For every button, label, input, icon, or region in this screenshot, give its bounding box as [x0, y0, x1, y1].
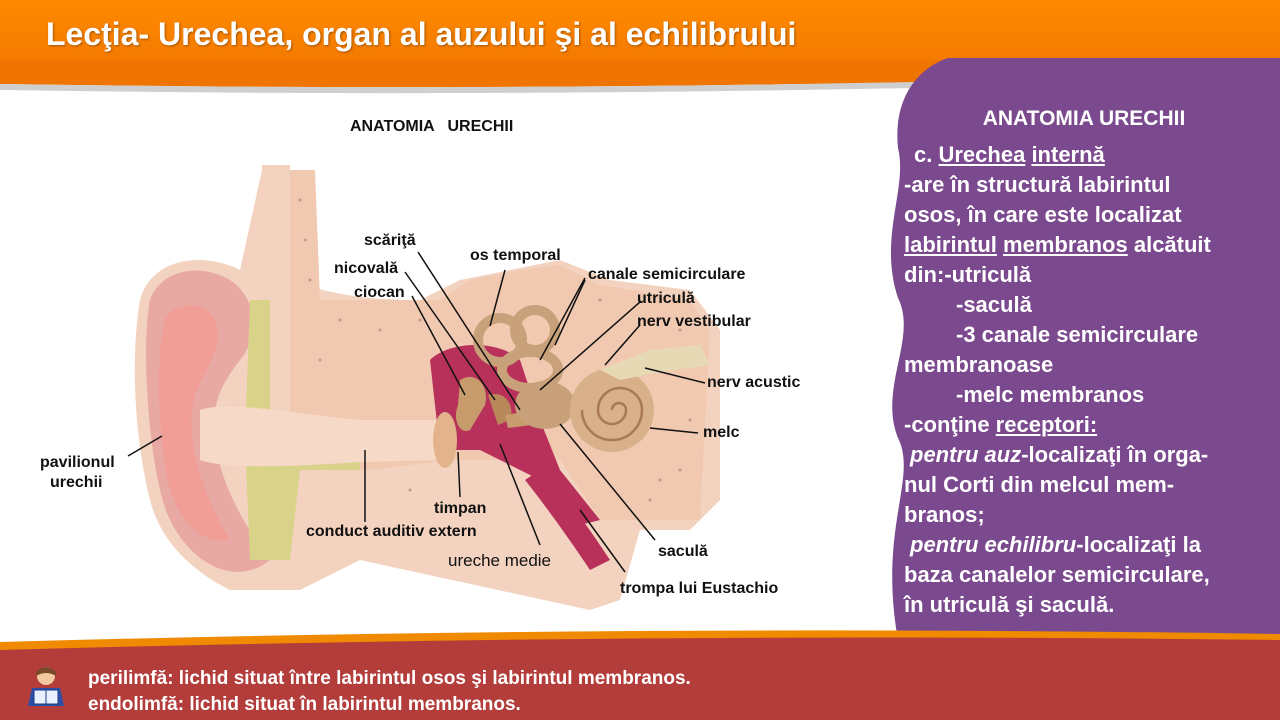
label-sacula: saculă — [658, 543, 708, 560]
panel-line: -saculă — [956, 292, 1032, 317]
panel-heading: ANATOMIA URECHII — [982, 107, 1186, 130]
pinna-inner-shape — [158, 305, 230, 541]
panel-line: osos, în care este localizat — [904, 202, 1182, 227]
slide-title: Lecţia- Urechea, organ al auzului şi al … — [46, 16, 797, 52]
incus-shape — [488, 394, 512, 425]
leader-lines — [127, 251, 706, 573]
label-nerv-acustic: nerv acustic — [707, 374, 801, 391]
panel-line: pentru echilibru-localizaţi la — [910, 532, 1201, 557]
label-urechii: urechii — [50, 474, 103, 491]
panel-subheading: c. Urechea internă — [914, 142, 1105, 167]
ear-canal-shape — [200, 406, 440, 467]
figure-title: ANATOMIA URECHII — [350, 118, 514, 135]
label-canale-semicirculare: canale semicirculare — [588, 266, 746, 283]
label-ureche-medie: ureche medie — [448, 551, 552, 570]
label-utricula: utriculă — [637, 290, 695, 307]
info-panel-background — [890, 58, 1280, 640]
label-trompa: trompa lui Eustachio — [620, 580, 779, 597]
reading-person-icon — [28, 667, 64, 706]
eardrum-shape — [433, 412, 457, 468]
panel-line: din:-utriculă — [904, 262, 1032, 287]
footer-text: perilimfă: lichid situat între labirintu… — [88, 666, 691, 718]
panel-line: -melc membranos — [956, 382, 1145, 407]
panel-line: pentru auz-localizaţi în orga- — [910, 442, 1209, 467]
panel-line: nul Corti din melcul mem- — [904, 472, 1175, 497]
label-timpan: timpan — [434, 500, 487, 517]
info-panel-text: ANATOMIA URECHII c. Urechea internă -are… — [904, 104, 1274, 620]
label-os-temporal: os temporal — [470, 247, 561, 264]
footer-line-endolimfa: endolimfă: lichid situat în labirintul m… — [88, 694, 521, 715]
label-scarita: scăriţă — [364, 232, 416, 249]
footer-line-perilimfa: perilimfă: lichid situat între labirintu… — [88, 668, 691, 689]
panel-line: -3 canale semicirculare — [956, 322, 1199, 347]
panel-line: -are în structură labirintul — [904, 172, 1171, 197]
label-nicovala: nicovală — [334, 260, 399, 277]
label-ciocan: ciocan — [354, 284, 405, 301]
label-pavilionul: pavilionul — [40, 454, 115, 471]
panel-line: membranoase — [904, 352, 1054, 377]
malleus-shape — [455, 376, 486, 431]
ear-anatomy-illustration — [127, 165, 720, 610]
panel-line: branos; — [904, 502, 985, 527]
panel-line: baza canalelor semicirculare, — [904, 562, 1210, 587]
label-nerv-vestibular: nerv vestibular — [637, 313, 751, 330]
eustachian-tube-shape — [525, 470, 610, 570]
label-melc: melc — [703, 424, 740, 441]
vestibule-shape — [515, 381, 575, 429]
nerve-shape — [600, 345, 710, 380]
panel-line: labirintul membranos alcătuit — [904, 232, 1211, 257]
panel-line: în utriculă şi saculă. — [904, 592, 1115, 617]
panel-line: -conţine receptori: — [904, 412, 1098, 437]
label-conduct-auditiv: conduct auditiv extern — [306, 523, 477, 540]
footer-bar — [0, 650, 1280, 720]
